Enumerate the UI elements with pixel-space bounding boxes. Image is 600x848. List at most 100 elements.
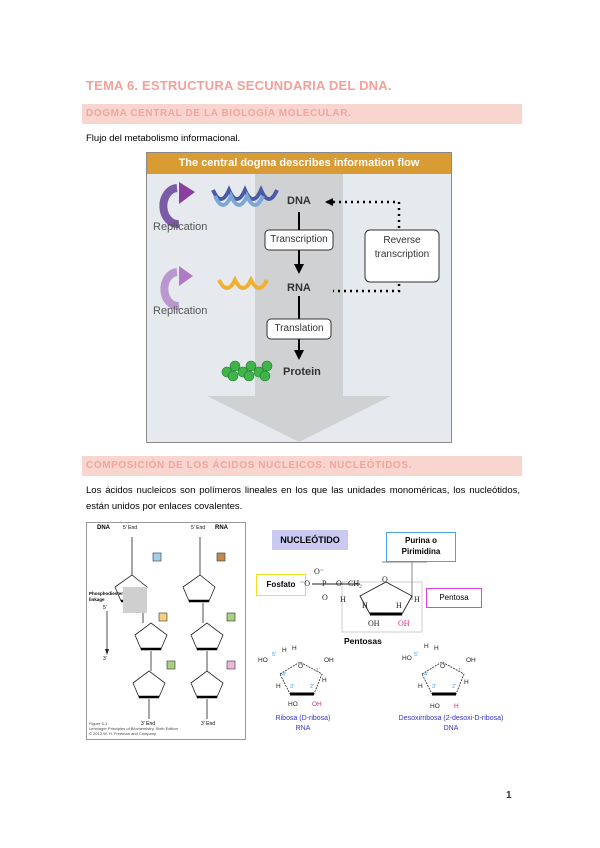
replication-icon-top: [159, 182, 195, 229]
ribose-name: Ribosa (D-ribosa): [275, 715, 331, 722]
svg-text:O: O: [382, 575, 388, 584]
nucleotide-figure: NUCLEÓTIDO Purina o Pirimidina Fosfato P…: [252, 522, 512, 744]
svg-text:4': 4': [424, 672, 428, 678]
figure-caption: Figure 6-1 Lehninger Principles of Bioch…: [89, 721, 178, 736]
svg-text:O⁻: O⁻: [314, 567, 324, 576]
strand-diagram: [105, 537, 236, 719]
reverse-line1: Reverse: [383, 235, 421, 246]
section-text: Flujo del metabolismo informacional.: [86, 133, 241, 144]
svg-text:H: H: [464, 679, 469, 686]
base-label-line1: Purina o: [404, 536, 437, 545]
translation-label: Translation: [274, 323, 324, 334]
dogma-diagram: [159, 174, 440, 442]
replication-label: Replication: [153, 305, 208, 317]
phosphate-label-box: Fosfato: [256, 574, 306, 596]
phosphodiester-line2: linkage: [89, 597, 105, 602]
base-marker: [158, 612, 168, 622]
base-marker: [166, 660, 176, 670]
svg-text:H: H: [276, 683, 281, 690]
svg-text:CH₂: CH₂: [348, 579, 362, 588]
figure-header: The central dogma describes information …: [147, 153, 451, 174]
svg-text:HO: HO: [258, 657, 268, 664]
svg-text:H: H: [396, 601, 402, 610]
svg-text:OH: OH: [398, 619, 410, 628]
three-end-label: 3' End: [201, 721, 216, 727]
five-end-label: 5' End: [123, 525, 138, 531]
svg-text:O: O: [298, 663, 303, 670]
svg-text:H: H: [424, 643, 429, 650]
svg-text:3': 3': [432, 684, 436, 690]
protein-icon: [221, 360, 273, 382]
dna-helix-icon: [211, 185, 279, 207]
deoxyribose-type: DNA: [443, 725, 459, 732]
svg-text:H: H: [292, 645, 297, 652]
five-end-label: 5' End: [191, 525, 206, 531]
reverse-line2: transcription: [374, 249, 430, 260]
protein-label: Protein: [283, 366, 321, 378]
caption-line: © 2013 W. H. Freeman and Company: [89, 731, 156, 736]
svg-text:HO: HO: [288, 701, 298, 708]
document-title: TEMA 6. ESTRUCTURA SECUNDARIA DEL DNA.: [86, 78, 392, 93]
ribose-type: RNA: [295, 725, 311, 732]
svg-text:H: H: [418, 683, 423, 690]
base-marker: [152, 552, 162, 562]
caption-line: Figure 6-1: [89, 721, 108, 726]
svg-text:OH: OH: [368, 619, 380, 628]
svg-text:5': 5': [414, 652, 418, 658]
deoxyribose-caption: Desoxirribosa (2-desoxi-D-ribosa) DNA: [390, 714, 512, 734]
svg-text:4': 4': [282, 672, 286, 678]
pentose-label-box: Pentosa: [426, 588, 482, 608]
dna-column-label: DNA: [97, 525, 110, 531]
svg-text:H: H: [362, 601, 368, 610]
transcription-label: Transcription: [270, 234, 328, 245]
svg-text:H: H: [434, 645, 439, 652]
rna-strand-icon: [217, 275, 269, 290]
svg-text:OH: OH: [466, 657, 476, 664]
svg-text:3': 3': [290, 684, 294, 690]
svg-text:HO: HO: [402, 655, 412, 662]
base-marker: [226, 612, 236, 622]
base-marker: [216, 552, 226, 562]
svg-text:5': 5': [272, 652, 276, 658]
base-label-box: Purina o Pirimidina: [386, 532, 456, 562]
phosphodiester-label: Phosphodiester linkage: [89, 591, 123, 603]
replication-label: Replication: [153, 221, 208, 233]
svg-text:H: H: [340, 595, 346, 604]
base-marker: [226, 660, 236, 670]
section-heading: DOGMA CENTRAL DE LA BIOLOGÍA MOLECULAR.: [86, 108, 352, 119]
ribose-caption: Ribosa (D-ribosa) RNA: [258, 714, 348, 734]
section-text: Los ácidos nucleicos son polímeros linea…: [86, 485, 520, 512]
section-heading-band: DOGMA CENTRAL DE LA BIOLOGÍA MOLECULAR.: [82, 104, 522, 124]
nucleotide-title: NUCLEÓTIDO: [272, 530, 348, 550]
svg-text:P: P: [322, 579, 327, 588]
section-heading: COMPOSICIÓN DE LOS ÁCIDOS NUCLEICOS. NUC…: [86, 460, 413, 471]
base-label-line2: Pirimidina: [401, 547, 441, 556]
central-dogma-figure: The central dogma describes information …: [146, 152, 452, 443]
svg-text:O: O: [336, 579, 342, 588]
svg-text:1': 1': [316, 668, 320, 674]
nucleic-acid-strand-figure: DNA RNA 5' End 5' End 3' End 3' End Phos…: [86, 522, 246, 740]
replication-icon-bottom: [160, 266, 193, 311]
dna-label: DNA: [287, 195, 311, 207]
phosphodiester-line1: Phosphodiester: [89, 591, 124, 596]
section-heading-band: COMPOSICIÓN DE LOS ÁCIDOS NUCLEICOS. NUC…: [82, 456, 522, 476]
caption-line: Lehninger Principles of Biochemistry, Si…: [89, 726, 178, 731]
deoxyribose-name: Desoxirribosa (2-desoxi-D-ribosa): [398, 715, 504, 722]
svg-text:OH: OH: [312, 701, 322, 708]
svg-text:HO: HO: [430, 703, 440, 710]
svg-text:O: O: [440, 663, 445, 670]
page-number: 1: [506, 790, 512, 801]
three-end-label: 3' End: [141, 721, 156, 727]
direction-bottom-label: 3': [103, 656, 107, 662]
svg-text:⁻O: ⁻O: [300, 579, 310, 588]
svg-text:2': 2': [452, 684, 456, 690]
svg-text:H: H: [454, 703, 459, 710]
svg-text:H: H: [282, 647, 287, 654]
svg-text:H: H: [414, 595, 420, 604]
svg-text:1': 1': [458, 668, 462, 674]
rna-column-label: RNA: [215, 525, 228, 531]
svg-text:2': 2': [310, 684, 314, 690]
direction-top-label: 5': [103, 605, 107, 611]
reverse-transcription-label: Reverse transcription: [365, 234, 439, 262]
